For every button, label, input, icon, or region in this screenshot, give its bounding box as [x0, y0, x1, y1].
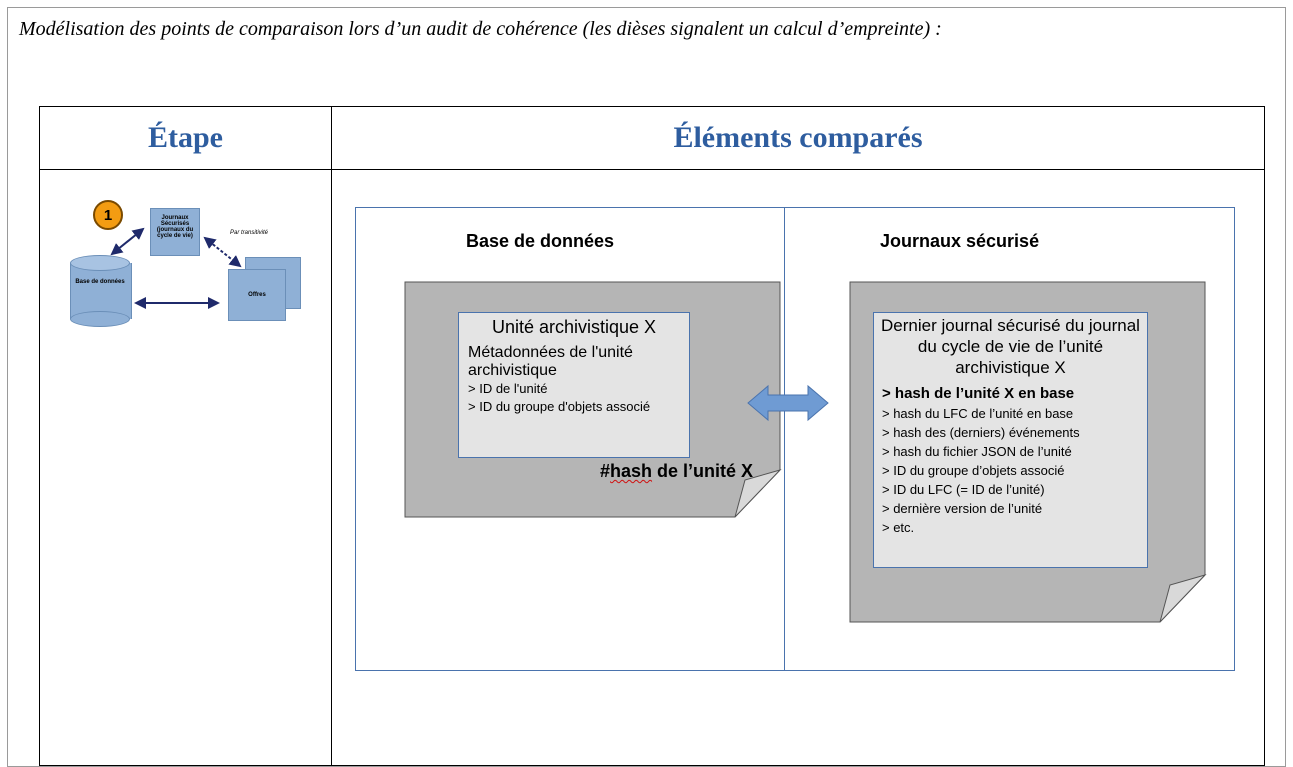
right-card-bold-line: > hash de l’unité X en base [882, 385, 1075, 402]
step-badge: 1 [93, 200, 123, 230]
right-column-title: Journaux sécurisé [880, 231, 1040, 251]
left-document-fold [734, 469, 782, 518]
offers-box: Offres [228, 269, 286, 321]
right-journal-card: Dernier journal sécurisé du journal du c… [873, 312, 1148, 568]
transitivity-note: Par transitivité [230, 230, 269, 236]
right-card-line: > etc. [882, 520, 915, 535]
right-card-line: > hash du fichier JSON de l’unité [882, 444, 1072, 459]
left-unit-card: Unité archivistique X Métadonnées de l'u… [458, 312, 690, 458]
right-card-line: > dernière version de l’unité [882, 501, 1043, 516]
header-step: Étape [148, 121, 223, 154]
right-card-line: > hash du LFC de l’unité en base [882, 406, 1074, 421]
hash-label: #hash de l’unité X [600, 461, 754, 481]
right-card-line: > hash des (derniers) événements [882, 425, 1080, 440]
caption: Modélisation des points de comparaison l… [19, 18, 942, 40]
left-card-subtitle: Métadonnées de l'unité archivistique [468, 344, 633, 379]
left-card-title: Unité archivistique X [491, 317, 657, 337]
compare-double-arrow-icon [747, 384, 829, 422]
right-card-line: > ID du groupe d’objets associé [882, 463, 1065, 478]
right-document-fold [1159, 574, 1207, 623]
arrow-db-journals [110, 227, 145, 256]
right-card-line: > ID du LFC (= ID de l’unité) [882, 482, 1045, 497]
left-card-line: > ID du groupe d'objets associé [468, 399, 651, 414]
database-cylinder-icon: Base de données [70, 255, 132, 327]
right-card-title: Dernier journal sécurisé du journal du c… [881, 316, 1140, 377]
arrow-journals-offers [203, 236, 242, 268]
journals-box: Journaux Sécurisés (journaux du cycle de… [150, 208, 200, 256]
step-arrows [110, 227, 242, 309]
database-label: Base de données [75, 279, 125, 285]
left-card-line: > ID de l'unité [468, 381, 548, 396]
table-row-divider [40, 169, 1264, 170]
table-column-divider [331, 107, 332, 765]
left-column-title: Base de données [466, 231, 615, 251]
header-elements: Éléments comparés [673, 121, 923, 154]
compare-divider [784, 208, 785, 670]
